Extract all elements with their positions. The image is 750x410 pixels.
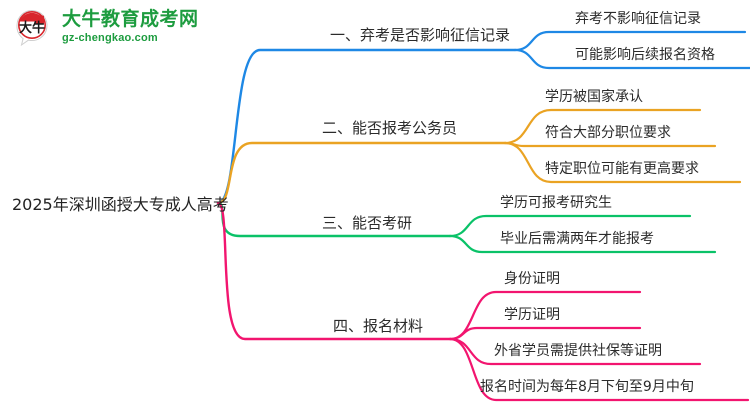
site-logo-text: 大牛教育成考网 gz-chengkao.com: [62, 8, 199, 46]
branch-topic-3[interactable]: 三、能否考研: [322, 214, 413, 232]
site-domain: gz-chengkao.com: [62, 32, 158, 45]
branch-1-leaf-1[interactable]: 弃考不影响征信记录: [575, 11, 701, 27]
branch-3-leaf-1[interactable]: 学历可报考研究生: [500, 195, 612, 211]
branch-2-leaf-2[interactable]: 符合大部分职位要求: [545, 125, 671, 141]
site-logo: 大牛 大牛教育成考网 gz-chengkao.com: [14, 8, 199, 48]
daniu-badge-icon: 大牛: [14, 8, 56, 48]
branch-3-leaf-2[interactable]: 毕业后需满两年才能报考: [500, 231, 654, 247]
branch-2-leaf-3[interactable]: 特定职位可能有更高要求: [545, 161, 699, 177]
branch-2-leaf-1[interactable]: 学历被国家承认: [545, 89, 643, 105]
branch-topic-1[interactable]: 一、弃考是否影响征信记录: [330, 26, 511, 44]
svg-text:大牛: 大牛: [19, 20, 45, 36]
branch-4-leaf-2[interactable]: 学历证明: [504, 307, 560, 323]
mindmap-root-node[interactable]: 2025年深圳函授大专成人高考: [12, 195, 229, 214]
branch-4-leaf-1[interactable]: 身份证明: [504, 271, 560, 287]
branch-4-leaf-4[interactable]: 报名时间为每年8月下旬至9月中旬: [480, 379, 694, 395]
branch-topic-2[interactable]: 二、能否报考公务员: [322, 119, 458, 137]
site-name-cn: 大牛教育成考网: [62, 8, 199, 31]
branch-topic-4[interactable]: 四、报名材料: [333, 317, 424, 335]
branch-1-leaf-2[interactable]: 可能影响后续报名资格: [575, 47, 715, 63]
branch-4-leaf-3[interactable]: 外省学员需提供社保等证明: [494, 343, 662, 359]
